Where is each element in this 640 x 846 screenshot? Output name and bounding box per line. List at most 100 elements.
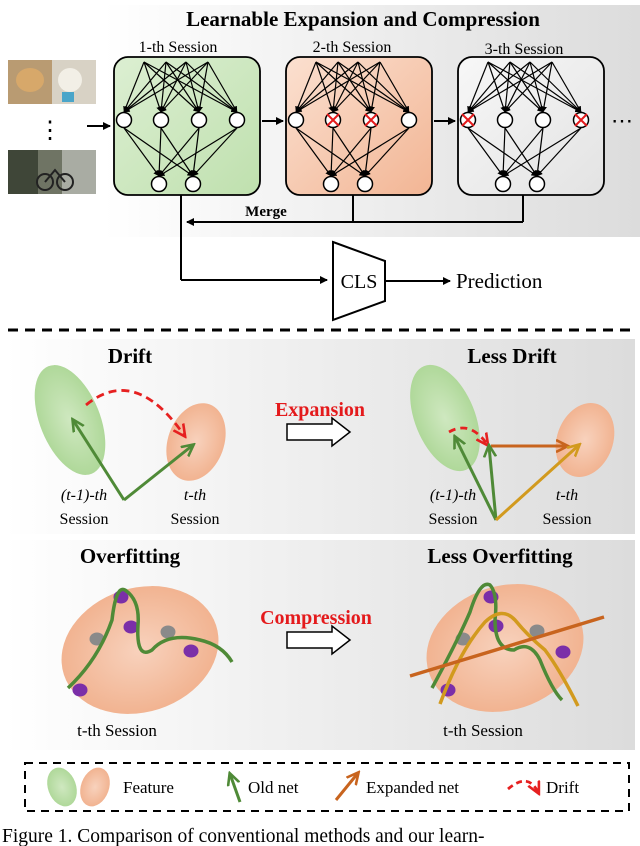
session-2-box (285, 56, 433, 196)
network-edge (332, 61, 359, 113)
network-edge (160, 61, 209, 113)
expanded-net-vector-gold (494, 445, 579, 522)
feature-ellipse-new-right (555, 403, 615, 477)
neuron-node (322, 175, 340, 193)
pruned-neuron-icon (362, 111, 380, 129)
old-net-vector (73, 420, 126, 501)
network-edge (379, 61, 410, 113)
network-edge (123, 61, 167, 113)
sample-point-purple (183, 644, 199, 658)
neuron-node (534, 111, 552, 129)
legend-drift-label: Drift (546, 778, 579, 797)
session-2-label: 2-th Session (313, 39, 392, 56)
legend-feature-orange-icon (80, 767, 110, 807)
session-t-right: t-th Session (443, 721, 523, 740)
feature-ellipse-old (34, 365, 106, 475)
network-edge (123, 127, 194, 177)
expansion-arrow-icon (286, 416, 352, 448)
network-edge (330, 127, 372, 177)
session-cur-right-line1: t-th (556, 487, 578, 504)
network-edge (123, 61, 145, 113)
neuron-node (287, 111, 305, 129)
network-edge (337, 61, 372, 113)
network-edge (156, 127, 163, 177)
neuron-node (115, 111, 133, 129)
network-edge (357, 61, 373, 113)
network-edge (467, 61, 553, 113)
network-edge (332, 61, 381, 113)
pruned-neuron-icon (572, 111, 590, 129)
neuron-node (190, 111, 208, 129)
session-prev-right-line2: Session (429, 511, 478, 528)
network-edge (197, 61, 209, 113)
session-cur-line2: Session (171, 511, 220, 528)
old-net-vector-right-b (489, 446, 498, 521)
network-edge (467, 127, 538, 177)
sample-point-purple (123, 620, 139, 634)
network-edge (158, 127, 238, 177)
session-1-box (113, 56, 261, 196)
network-edge (158, 127, 200, 177)
drift-arrow-small-icon (448, 426, 487, 444)
network-edge (369, 61, 381, 113)
old-net-vector-new (123, 445, 193, 502)
sessions-ellipsis: ⋯ (611, 108, 633, 133)
network-graphs (115, 61, 590, 193)
less-overfit-new-curve (438, 611, 580, 707)
prediction-label: Prediction (456, 269, 543, 293)
input-image-street (8, 150, 96, 194)
session-3-label: 3-th Session (485, 41, 564, 58)
merge-label: Merge (245, 204, 287, 220)
network-edge (160, 61, 187, 113)
input-ellipsis: ⋮ (38, 118, 62, 144)
network-edge (165, 61, 238, 113)
neuron-node (150, 175, 168, 193)
network-edge (529, 61, 545, 113)
network-edge (536, 127, 582, 177)
network-edge (123, 127, 160, 177)
network-edge (192, 127, 238, 177)
drift-title: Drift (108, 344, 152, 368)
network-edge (165, 61, 200, 113)
neuron-node (152, 111, 170, 129)
network-edge (315, 61, 372, 113)
network-edge (295, 127, 366, 177)
session-cur-right-line2: Session (543, 511, 592, 528)
network-edge (487, 61, 507, 113)
network-edge (143, 61, 163, 113)
network-edge (551, 61, 582, 113)
less-overfit-old-curve (430, 582, 564, 702)
network-edge (467, 61, 531, 113)
sample-point-gray (529, 624, 545, 638)
network-edge (185, 61, 201, 113)
network-edge (160, 127, 194, 177)
neuron-node (184, 175, 202, 193)
cls-classifier (332, 240, 386, 322)
network-edge (123, 61, 187, 113)
network-edge (534, 127, 544, 177)
network-edge (328, 127, 335, 177)
overfit-curve (66, 587, 234, 690)
sample-point-gray (160, 625, 176, 639)
network-edge (190, 127, 200, 177)
network-edge (207, 61, 238, 113)
pruned-neuron-icon (459, 111, 477, 129)
network-edge (487, 61, 544, 113)
network-edge (502, 61, 511, 113)
neuron-node (356, 175, 374, 193)
network-edge (467, 127, 504, 177)
sample-point-purple (72, 683, 88, 697)
legend-feature-green-icon (47, 767, 77, 807)
input-image-dog (8, 60, 96, 104)
network-edge (467, 61, 511, 113)
sample-point-purple (555, 645, 571, 659)
pruned-neuron-icon (324, 111, 342, 129)
neuron-node (496, 111, 514, 129)
network-edge (330, 61, 339, 113)
less-drift-title: Less Drift (467, 344, 556, 368)
network-edge (295, 61, 381, 113)
network-edge (509, 61, 544, 113)
network-edge (500, 127, 507, 177)
overfitting-title: Overfitting (80, 544, 181, 568)
